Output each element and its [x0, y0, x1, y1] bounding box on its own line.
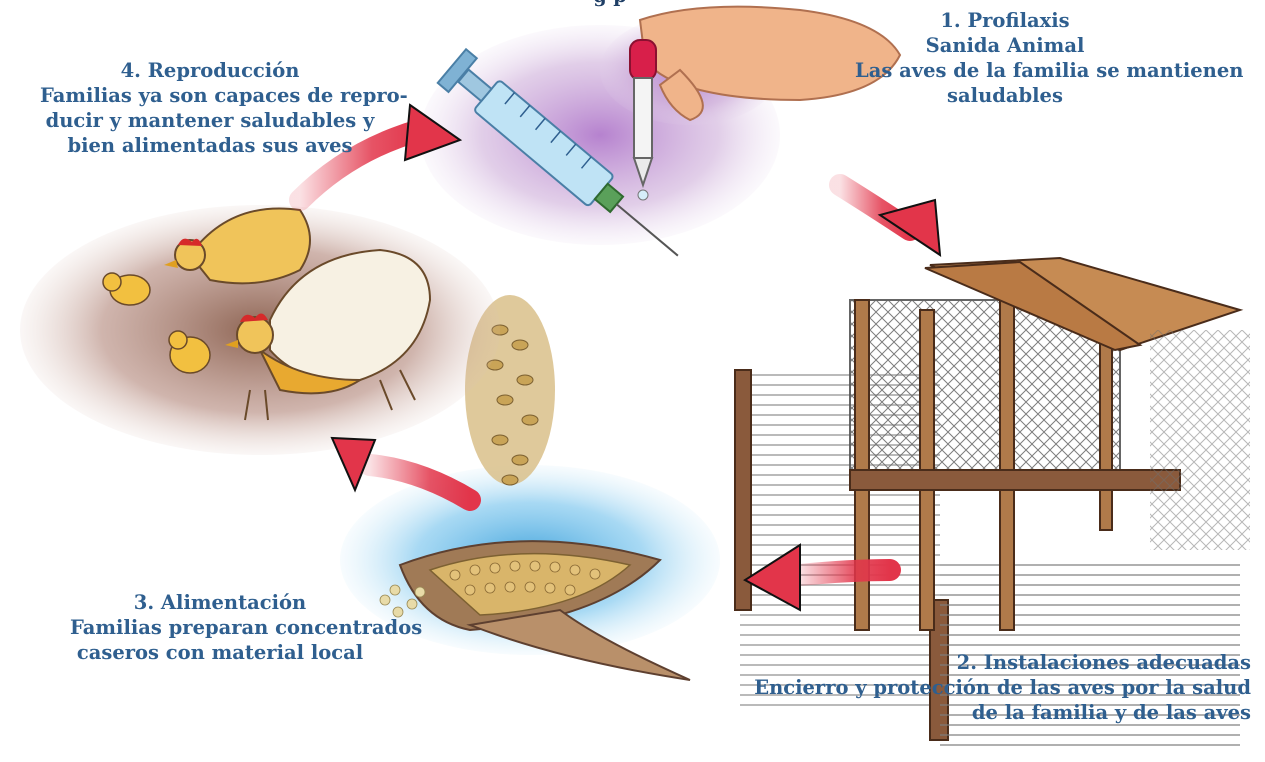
stage-line: bien alimentadas sus aves	[40, 133, 380, 158]
stage-title: 1. Profilaxis	[855, 8, 1155, 33]
syringe-and-dropper-icon	[420, 7, 900, 273]
stage-line: caseros con material local	[70, 640, 370, 665]
stage-line: Familias preparan concentrados	[70, 615, 370, 640]
caption-reproduccion: 4. Reproducción Familias ya son capaces …	[40, 58, 380, 158]
stage-title: 4. Reproducción	[40, 58, 380, 83]
stage-line: Encierro y protección de las aves por la…	[754, 675, 1251, 700]
caption-instalaciones: 2. Instalaciones adecuadas Encierro y pr…	[754, 650, 1251, 725]
caption-profilaxis: 1. Profilaxis Sanida Animal Las aves de …	[855, 8, 1155, 108]
stage-title: 2. Instalaciones adecuadas	[754, 650, 1251, 675]
stage-line: saludables	[855, 83, 1155, 108]
arrow-1-to-2	[840, 185, 940, 255]
stage-line: Sanida Animal	[855, 33, 1155, 58]
stage-title: 3. Alimentación	[70, 590, 370, 615]
header-text: g p	[230, 0, 990, 8]
caption-alimentacion: 3. Alimentación Familias preparan concen…	[70, 590, 370, 665]
stage-line: Las aves de la familia se mantienen	[855, 58, 1155, 83]
stage-line: ducir y mantener saludables y	[40, 108, 380, 133]
stage-line: Familias ya son capaces de repro-	[40, 83, 380, 108]
stage-line: de la familia y de las aves	[754, 700, 1251, 725]
hens-and-chicks-icon	[20, 205, 500, 455]
